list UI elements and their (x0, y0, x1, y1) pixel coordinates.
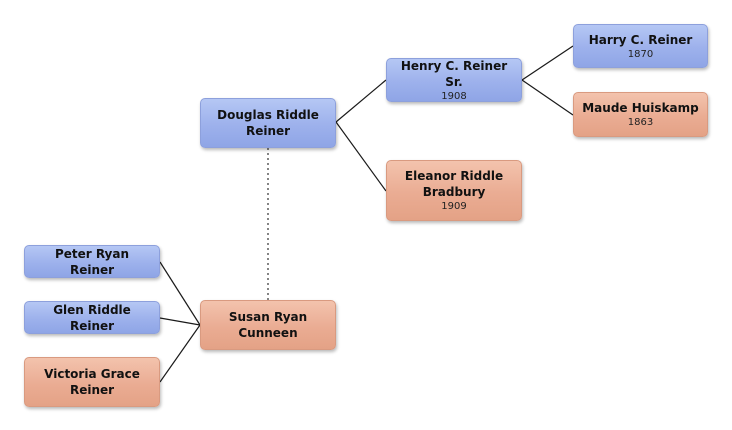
person-card-eleanor-bradbury[interactable]: Eleanor Riddle Bradbury 1909 (386, 160, 522, 221)
person-birth-year: 1863 (627, 117, 654, 128)
link-douglas-henry (335, 79, 387, 123)
person-card-peter-reiner[interactable]: Peter Ryan Reiner (24, 245, 160, 278)
person-card-douglas-reiner[interactable]: Douglas Riddle Reiner (200, 98, 336, 148)
person-name: Maude Huiskamp (582, 101, 699, 115)
person-name: Douglas Riddle Reiner (217, 108, 319, 138)
person-card-glen-reiner[interactable]: Glen Riddle Reiner (24, 301, 160, 334)
person-name: Henry C. Reiner Sr. (400, 58, 508, 89)
link-henry-harry (521, 45, 574, 81)
link-glen-susan (159, 317, 201, 326)
person-name: Susan Ryan Cunneen (228, 310, 308, 340)
link-douglas-eleanor (335, 121, 387, 192)
person-card-harry-reiner[interactable]: Harry C. Reiner 1870 (573, 24, 708, 68)
link-henry-maude (521, 79, 574, 116)
person-card-victoria-reiner[interactable]: Victoria Grace Reiner (24, 357, 160, 407)
person-name: Eleanor Riddle Bradbury (404, 169, 504, 199)
link-peter-susan (159, 261, 201, 326)
person-card-maude-huiskamp[interactable]: Maude Huiskamp 1863 (573, 92, 708, 137)
person-birth-year: 1870 (627, 48, 654, 60)
person-name: Harry C. Reiner (588, 32, 693, 47)
person-name: Peter Ryan Reiner (54, 246, 130, 277)
person-birth-year: 1909 (441, 201, 467, 212)
person-name: Glen Riddle Reiner (53, 302, 131, 333)
person-card-susan-cunneen[interactable]: Susan Ryan Cunneen (200, 300, 336, 350)
link-victoria-susan (159, 324, 201, 383)
person-card-henry-reiner[interactable]: Henry C. Reiner Sr. 1908 (386, 58, 522, 102)
person-birth-year: 1908 (441, 90, 467, 102)
person-name: Victoria Grace Reiner (44, 367, 140, 397)
